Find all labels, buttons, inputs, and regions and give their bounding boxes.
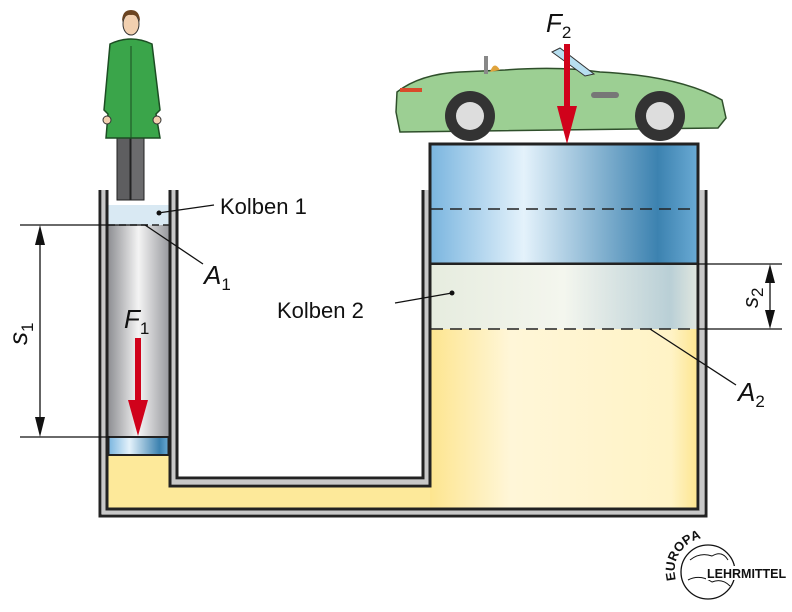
leader-lines xyxy=(20,204,782,438)
logo-bottom-text: LEHRMITTEL xyxy=(707,567,787,581)
dimension-arrowhead xyxy=(35,225,45,245)
large-cylinder xyxy=(428,142,700,330)
piston-1 xyxy=(107,436,170,456)
stroke-1-label: s1 xyxy=(3,323,37,345)
force-2-label: F2 xyxy=(546,8,571,42)
europa-lehrmittel-logo: EUROPA LEHRMITTEL xyxy=(662,526,787,600)
piston-1-top xyxy=(108,205,169,225)
force-1-label: F1 xyxy=(124,304,149,338)
person-figure xyxy=(102,10,162,201)
stroke-2-label: s2 xyxy=(738,288,767,308)
dimension-arrowhead xyxy=(765,310,775,329)
force-arrow-1 xyxy=(128,338,148,436)
leader-dot xyxy=(449,290,455,296)
leader-dot xyxy=(156,210,162,216)
piston-2 xyxy=(428,142,700,266)
dimension-arrowhead xyxy=(35,417,45,437)
force-arrow-2 xyxy=(557,44,577,144)
dimension-arrowhead xyxy=(765,264,775,283)
area-2-label: A2 xyxy=(736,377,765,411)
piston-1-label: Kolben 1 xyxy=(220,194,307,219)
car-figure xyxy=(395,47,727,141)
area-1-label: A1 xyxy=(202,260,231,294)
vessel xyxy=(98,190,708,518)
piston-2-label: Kolben 2 xyxy=(277,298,364,323)
